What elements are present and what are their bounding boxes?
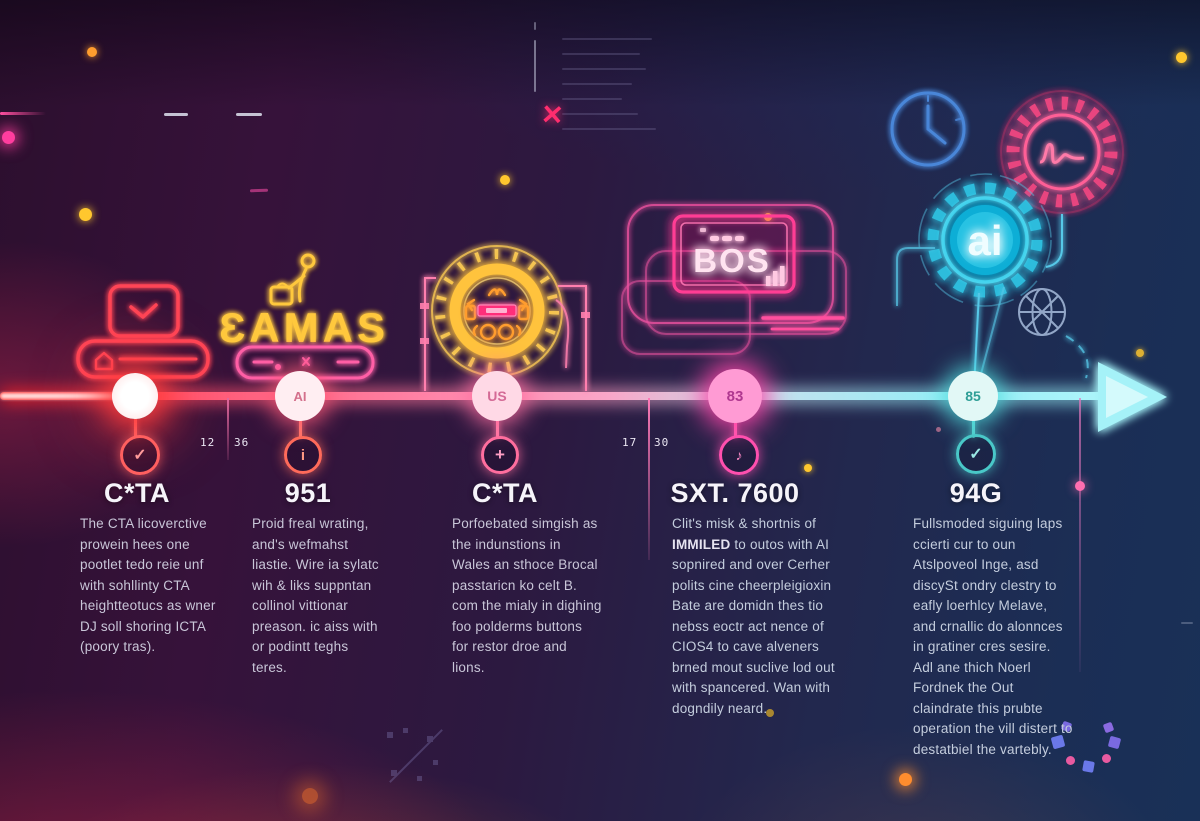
- milestone-title: 94G: [949, 478, 1003, 508]
- decor-line: [1181, 622, 1193, 624]
- bos-sign-text: BOS: [693, 242, 771, 279]
- marker-plus-icon[interactable]: +: [481, 436, 519, 474]
- milestone-body: Proid freal wrating, and's wefmahst lias…: [252, 516, 379, 675]
- node-stem: [134, 418, 137, 438]
- marker-check-icon[interactable]: ✓: [956, 434, 996, 474]
- tick-value: 36: [234, 436, 250, 449]
- decor-dot: [804, 464, 812, 472]
- highlighted-term: IMMILED: [672, 536, 731, 552]
- decor-dot: [500, 175, 510, 185]
- ai-gear-icon: ai: [918, 173, 1052, 307]
- gauge-circuit-lines: [424, 277, 587, 391]
- node-stem: [496, 418, 499, 438]
- clock-icon: [890, 91, 966, 167]
- decor-dot: [87, 47, 97, 57]
- decor-dot: [936, 427, 941, 432]
- body-text: to outos with AI sopnired and over Cerhe…: [672, 536, 835, 716]
- tick-value: 12: [200, 436, 216, 449]
- timeline-arrowhead-core: [1106, 376, 1148, 418]
- tick-divider: [227, 398, 229, 460]
- timeline-node-2[interactable]: AI: [275, 371, 325, 421]
- decor-line: [236, 113, 262, 116]
- decor-dot: [899, 773, 912, 786]
- decor-dot: [766, 709, 774, 717]
- eamas-sign-text: ƐAMAS: [219, 304, 389, 351]
- decor-dot: [79, 208, 92, 221]
- milestone-body: Fullsmoded siguing laps ccierti cur to o…: [913, 516, 1073, 757]
- marker-check-icon[interactable]: ✓: [120, 435, 160, 475]
- pulse-ring-icon: [1000, 90, 1124, 214]
- timeline-node-4[interactable]: 83: [708, 369, 762, 423]
- decor-dot: [1136, 349, 1144, 357]
- decor-drop-line: [1079, 398, 1081, 672]
- eamas-neon-sign: ƐAMAS: [219, 253, 389, 395]
- bos-neon-sign: BOS: [621, 204, 847, 391]
- bos-underlines: [761, 316, 845, 331]
- timeline-node-3[interactable]: US: [472, 371, 522, 421]
- decor-dot: [302, 788, 318, 804]
- milestone-title: SXT. 7600: [670, 478, 800, 508]
- decor-drop-dot: [1075, 481, 1085, 491]
- decor-dot: [1176, 52, 1187, 63]
- bos-sign-marks: [700, 228, 785, 286]
- decor-line: [164, 113, 188, 116]
- ai-gear-text: ai: [967, 217, 1002, 264]
- qr-pattern-decor: [383, 726, 445, 788]
- milestone-title: 951: [284, 478, 332, 508]
- decor-line: [0, 112, 46, 115]
- milestone-title: C*TA: [104, 478, 170, 508]
- milestone-body: Clit's misk & shortnis of IMMILED to out…: [672, 514, 842, 719]
- node-stem: [734, 418, 737, 438]
- globe-icon: [1018, 288, 1066, 336]
- timeline-bar-hot-left: [0, 393, 148, 399]
- node-stem: [299, 418, 302, 438]
- timeline-bar: [0, 392, 1108, 400]
- gauge-icon: [420, 245, 590, 391]
- tick-value: 30: [654, 436, 670, 449]
- body-text: Clit's misk & shortnis of: [672, 516, 817, 531]
- node-stem: [972, 418, 975, 438]
- decor-dot: [2, 131, 15, 144]
- timeline-node-5[interactable]: 85: [948, 371, 998, 421]
- timeline-node-1[interactable]: [112, 373, 158, 419]
- figure-with-case-icon: [269, 253, 316, 306]
- milestone-body: Porfoebated simgish as the indunstions i…: [452, 516, 602, 675]
- marker-info-icon[interactable]: i: [284, 436, 322, 474]
- tick-value: 17: [622, 436, 638, 449]
- milestone-title: C*TA: [472, 478, 538, 508]
- milestone-body: The CTA licoverctive prowein hees one po…: [80, 516, 216, 655]
- tick-divider: [648, 398, 650, 560]
- marker-note-icon[interactable]: ♪: [719, 435, 759, 475]
- gauge-glyphs: [464, 288, 530, 341]
- ai-cluster-icon: ai: [890, 90, 1198, 390]
